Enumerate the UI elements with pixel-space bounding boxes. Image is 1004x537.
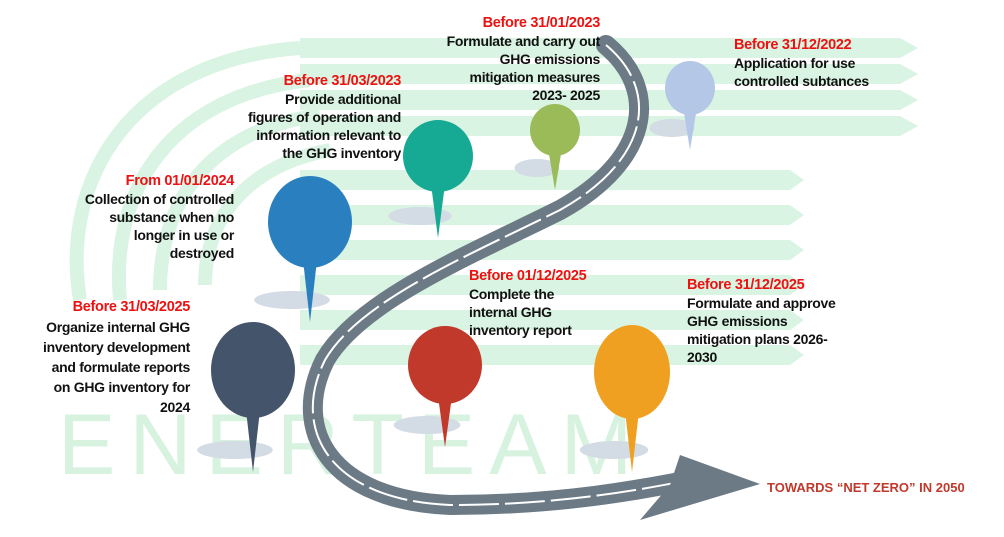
pin-marker	[579, 325, 670, 472]
pin-head	[211, 322, 295, 418]
pin-shadow	[649, 119, 695, 137]
pin-marker	[197, 322, 295, 472]
arrow-head	[640, 455, 760, 520]
pin-head	[530, 104, 580, 156]
pin-stem	[625, 411, 639, 472]
pin-marker	[514, 104, 580, 190]
pin-stem	[548, 148, 562, 190]
pin-marker	[254, 176, 352, 322]
pin-stem	[438, 396, 452, 447]
pin-shadow	[197, 441, 273, 459]
pin-stem	[246, 410, 260, 472]
pin-stem	[431, 184, 445, 238]
pin-head	[268, 176, 352, 268]
pin-shadow	[514, 159, 560, 177]
pin-marker	[388, 120, 473, 238]
pin-shadow	[388, 207, 452, 225]
net-zero-goal: TOWARDS “NET ZERO” IN 2050	[767, 480, 965, 495]
pin-marker	[649, 61, 715, 150]
pin-head	[665, 61, 715, 115]
pin-shadow	[254, 291, 330, 309]
pin-head	[403, 120, 473, 192]
pin-shadow	[579, 441, 649, 459]
pin-stem	[683, 107, 697, 150]
pin-stem	[303, 260, 317, 322]
pin-marker	[393, 326, 482, 447]
pin-head	[408, 326, 482, 404]
pin-head	[594, 325, 670, 419]
pin-shadow	[393, 416, 461, 434]
